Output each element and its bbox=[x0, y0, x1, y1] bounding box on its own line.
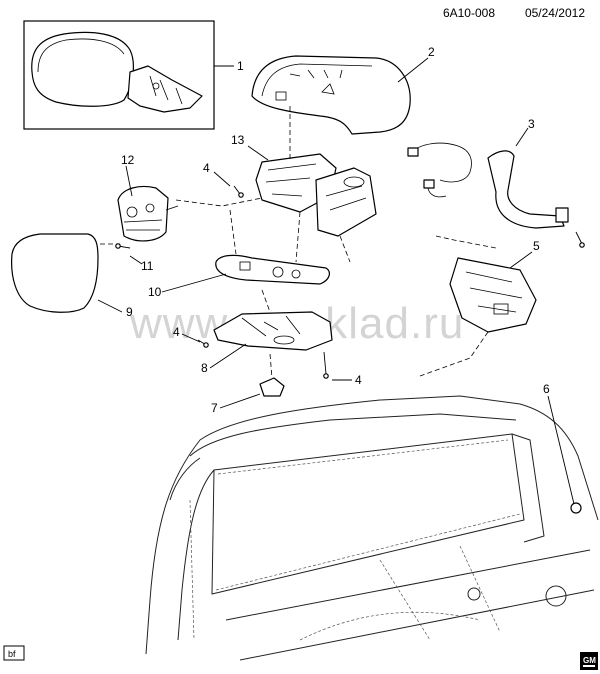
mirror-cover-cap bbox=[251, 55, 411, 135]
callout-5: 5 bbox=[533, 239, 540, 253]
retainer-clip bbox=[259, 377, 285, 397]
callout-4b: 4 bbox=[173, 325, 180, 339]
wiring-harness bbox=[407, 142, 569, 229]
callout-3: 3 bbox=[528, 117, 535, 131]
mirror-housing-base bbox=[255, 153, 377, 237]
diagram-code: 6A10-008 bbox=[443, 6, 495, 20]
lower-lamp-housing bbox=[215, 254, 330, 285]
corner-tag: bf bbox=[3, 645, 25, 661]
svg-text:GM: GM bbox=[583, 656, 596, 665]
callout-13: 13 bbox=[231, 133, 245, 147]
callout-9: 9 bbox=[126, 305, 133, 319]
interior-sail-cover bbox=[449, 257, 537, 333]
callout-12: 12 bbox=[121, 153, 135, 167]
callout-11: 11 bbox=[141, 259, 154, 273]
svg-text:bf: bf bbox=[8, 649, 16, 659]
callout-4c: 4 bbox=[355, 373, 362, 387]
diagram-date: 05/24/2012 bbox=[525, 6, 585, 20]
callout-8: 8 bbox=[201, 361, 208, 375]
inset-mirror-assembly bbox=[23, 20, 215, 130]
callout-labels: 1 2 3 4 5 6 7 8 9 10 11 12 13 4 4 bbox=[121, 45, 550, 415]
callout-2: 2 bbox=[428, 45, 435, 59]
assembly-guide-lines bbox=[100, 106, 497, 379]
screws bbox=[115, 185, 585, 514]
callout-1: 1 bbox=[237, 59, 244, 73]
callout-7: 7 bbox=[211, 401, 218, 415]
vehicle-door-body bbox=[145, 395, 599, 661]
callout-4: 4 bbox=[203, 161, 210, 175]
callout-6: 6 bbox=[543, 382, 550, 396]
mirror-actuator bbox=[117, 185, 179, 242]
gm-logo: GM bbox=[580, 652, 598, 670]
mirror-mount-bracket bbox=[213, 311, 333, 351]
mirror-glass bbox=[11, 233, 99, 313]
callout-leaders bbox=[97, 57, 575, 505]
callout-10: 10 bbox=[148, 285, 162, 299]
